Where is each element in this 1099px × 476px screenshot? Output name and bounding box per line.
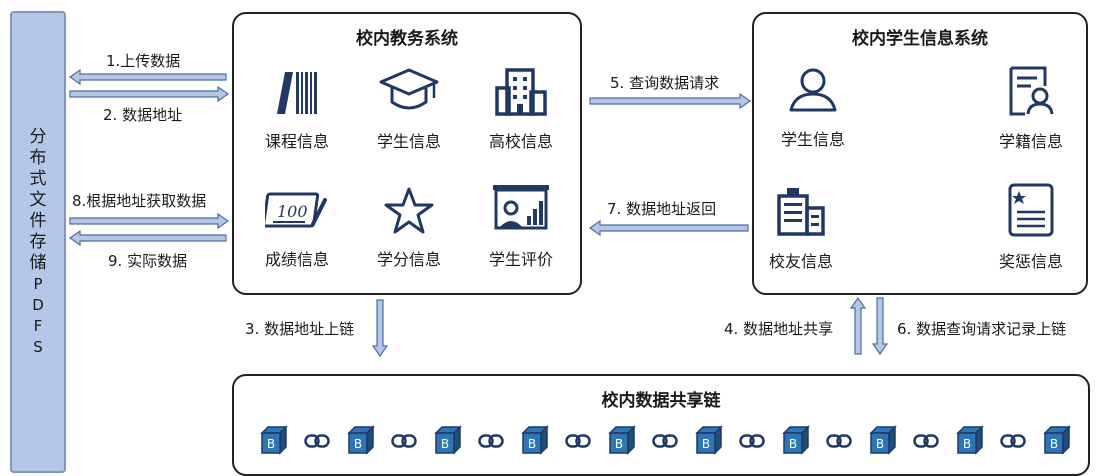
block-cube-icon: B — [260, 425, 288, 455]
chain-link-icon — [913, 434, 939, 448]
arrow-upload — [68, 68, 227, 86]
alumni-info-label: 校友信息 — [768, 252, 833, 271]
reward-punish-label: 奖惩信息 — [998, 252, 1063, 271]
svg-text:100: 100 — [277, 202, 308, 221]
score-pad-icon: 100 — [265, 192, 327, 228]
svg-text:B: B — [963, 437, 971, 451]
chain-link-icon — [391, 434, 417, 448]
arrow-record — [871, 297, 889, 356]
storage-latin: D — [32, 295, 44, 314]
chain-link-icon — [739, 434, 765, 448]
svg-text:B: B — [441, 437, 449, 451]
distributed-storage-pdfs: 分 布 式 文 件 存 储 P D F S — [10, 11, 66, 473]
block-cube-icon: B — [608, 425, 636, 455]
storage-char: 件 — [29, 210, 47, 231]
block-cube-icon: B — [347, 425, 375, 455]
edge-label-address: 2. 数据地址 — [103, 106, 183, 124]
university-info-label: 高校信息 — [488, 132, 553, 151]
presentation-board-icon — [493, 185, 549, 230]
edge-label-upload: 1.上传数据 — [106, 52, 181, 70]
building-icon — [495, 68, 547, 116]
block-cube-icon: B — [695, 425, 723, 455]
student-info-system-box: 校内学生信息系统 学生信息 学籍信息 校友信息 — [752, 12, 1088, 295]
si-student-info-item: 学生信息 — [758, 66, 868, 150]
block-cube-icon: B — [956, 425, 984, 455]
student-info-system-title: 校内学生信息系统 — [852, 29, 988, 49]
alumni-info-item: 校友信息 — [746, 184, 856, 272]
shared-chain-box: 校内数据共享链 — [232, 374, 1090, 476]
grade-info-item: 100 成绩信息 — [242, 186, 352, 270]
block-cube-icon: B — [869, 425, 897, 455]
chain-link-icon — [478, 434, 504, 448]
graduation-cap-icon — [379, 68, 439, 110]
grade-info-label: 成绩信息 — [264, 250, 329, 269]
arrow-actual-data — [68, 229, 227, 247]
student-info-item: 学生信息 — [354, 66, 464, 152]
star-icon — [384, 187, 434, 234]
edge-label-onchain: 3. 数据地址上链 — [245, 320, 355, 338]
edge-label-actual-data: 9. 实际数据 — [108, 252, 188, 270]
books-icon — [277, 72, 317, 114]
svg-text:B: B — [615, 437, 623, 451]
block-cube-icon: B — [521, 425, 549, 455]
edge-label-query: 5. 查询数据请求 — [610, 74, 720, 92]
person-icon — [789, 68, 837, 112]
edge-label-return: 7. 数据地址返回 — [607, 200, 717, 218]
svg-text:B: B — [267, 437, 275, 451]
edge-label-share: 4. 数据地址共享 — [724, 320, 834, 338]
arrow-return — [588, 219, 749, 237]
block-cube-icon: B — [782, 425, 810, 455]
storage-char: 储 — [29, 252, 47, 273]
storage-char: 文 — [29, 189, 47, 210]
chain-link-icon — [826, 434, 852, 448]
chain-link-icon — [565, 434, 591, 448]
edge-label-fetch: 8.根据地址获取数据 — [72, 192, 207, 210]
storage-char: 式 — [29, 168, 47, 189]
storage-latin: P — [33, 274, 43, 293]
storage-latin: F — [33, 316, 43, 335]
certificate-document-icon — [1008, 183, 1054, 237]
storage-char: 布 — [29, 147, 47, 168]
block-cube-icon: B — [434, 425, 462, 455]
svg-text:B: B — [1050, 437, 1058, 451]
student-eval-item: 学生评价 — [466, 182, 576, 270]
academic-system-box: 校内教务系统 课程信息 学生信息 高校信息 — [232, 12, 582, 295]
shared-chain-title: 校内数据共享链 — [601, 391, 721, 411]
credit-info-item: 学分信息 — [354, 186, 464, 270]
storage-char: 分 — [29, 126, 47, 147]
svg-text:B: B — [876, 437, 884, 451]
chain-link-icon — [1000, 434, 1026, 448]
si-student-info-label: 学生信息 — [780, 130, 845, 149]
arrow-query — [589, 92, 752, 110]
storage-latin: S — [33, 337, 43, 356]
reward-punish-item: 奖惩信息 — [976, 182, 1086, 272]
arrow-fetch — [69, 212, 230, 230]
academic-system-title: 校内教务系统 — [356, 29, 458, 49]
student-eval-label: 学生评价 — [488, 250, 553, 269]
course-info-label: 课程信息 — [264, 132, 329, 151]
university-info-item: 高校信息 — [466, 66, 576, 152]
svg-text:B: B — [354, 437, 362, 451]
svg-text:B: B — [789, 437, 797, 451]
course-info-item: 课程信息 — [242, 66, 352, 152]
enrollment-info-item: 学籍信息 — [976, 64, 1086, 152]
enrollment-info-label: 学籍信息 — [998, 132, 1063, 151]
office-building-icon — [777, 188, 825, 236]
profile-document-icon — [1009, 66, 1054, 116]
arrow-address — [69, 85, 230, 103]
credit-info-label: 学分信息 — [376, 250, 441, 269]
svg-text:B: B — [702, 437, 710, 451]
student-info-label: 学生信息 — [376, 132, 441, 151]
chain-link-icon — [652, 434, 678, 448]
arrow-onchain — [371, 299, 389, 358]
storage-char: 存 — [29, 231, 47, 252]
block-cube-icon: B — [1043, 425, 1071, 455]
svg-text:B: B — [528, 437, 536, 451]
chain-link-icon — [304, 434, 330, 448]
edge-label-record: 6. 数据查询请求记录上链 — [897, 320, 1067, 338]
arrow-share — [849, 296, 867, 355]
